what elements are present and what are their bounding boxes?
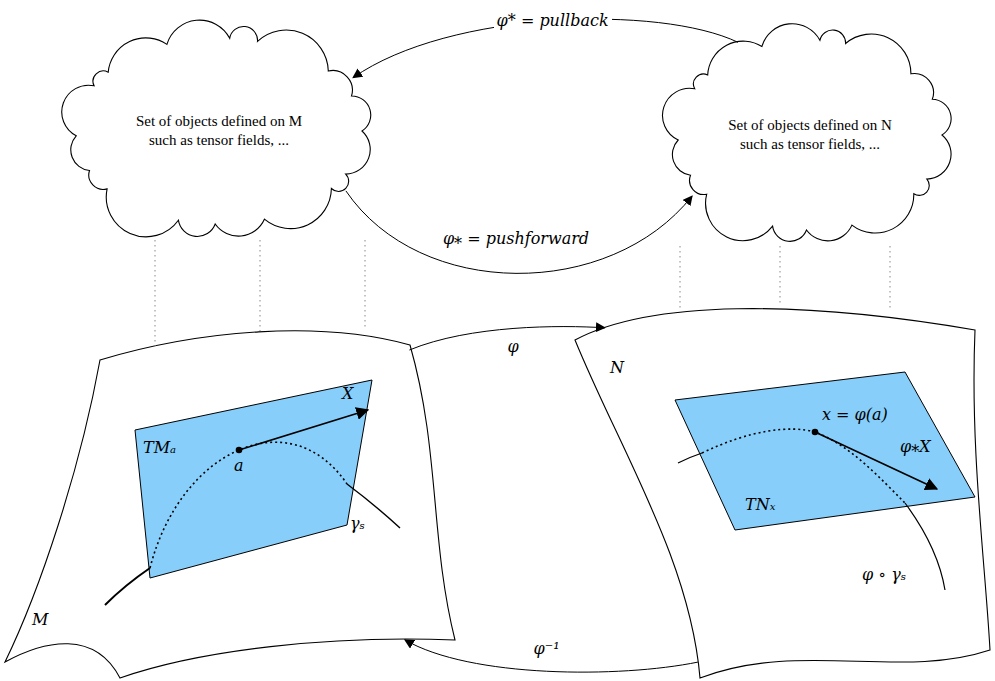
vector-arrow bbox=[239, 410, 368, 450]
map-arrow bbox=[405, 640, 698, 672]
cloud-shape bbox=[62, 20, 371, 237]
math-label: X bbox=[342, 384, 353, 404]
vector-arrow bbox=[815, 432, 937, 489]
map-arrow bbox=[353, 19, 738, 78]
map-arrow bbox=[346, 191, 692, 273]
arrow-label: φ bbox=[504, 337, 521, 357]
map-arrow bbox=[409, 327, 605, 350]
curve-image bbox=[678, 429, 945, 590]
manifold-name: N bbox=[610, 358, 624, 378]
arrow-label: φ* = pullback bbox=[494, 11, 612, 31]
object-cloud-outline bbox=[58, 20, 380, 242]
cloud-shape bbox=[663, 24, 952, 242]
math-label: φ⁎X bbox=[900, 437, 931, 457]
dotted-guides bbox=[155, 240, 890, 346]
manifold-shape bbox=[575, 309, 990, 678]
curve-gamma bbox=[105, 442, 400, 605]
tangent-plane-outline bbox=[670, 368, 980, 533]
object-cloud: Set of objects defined on M such as tens… bbox=[58, 20, 380, 242]
math-label: x = φ(a) bbox=[822, 405, 888, 425]
object-cloud-outline bbox=[660, 22, 960, 248]
plane-shape bbox=[135, 380, 372, 578]
math-label: φ ∘ γₛ bbox=[862, 565, 906, 585]
object-cloud: Set of objects defined on N such as tens… bbox=[660, 22, 960, 248]
manifold: N TNₓ bbox=[570, 295, 995, 681]
cloud-text: Set of objects defined on M such as tens… bbox=[129, 112, 309, 150]
manifold-shape bbox=[5, 331, 455, 678]
math-label: γₛ bbox=[350, 514, 365, 534]
point bbox=[236, 447, 243, 454]
point bbox=[812, 429, 819, 436]
arrow-label: φ⁻¹ bbox=[531, 639, 563, 659]
manifold-name: M bbox=[32, 610, 48, 630]
plane-shape bbox=[675, 372, 975, 530]
math-label: a bbox=[234, 456, 244, 476]
arrow-label: φ⁎ = pushforward bbox=[440, 229, 592, 249]
plane-name: TMₐ bbox=[143, 438, 176, 458]
tangent-plane: TNₓ bbox=[670, 368, 980, 533]
manifold: M TMₐ bbox=[0, 320, 460, 681]
cloud-text: Set of objects defined on N such as tens… bbox=[720, 116, 900, 154]
plane-name: TNₓ bbox=[745, 495, 775, 515]
